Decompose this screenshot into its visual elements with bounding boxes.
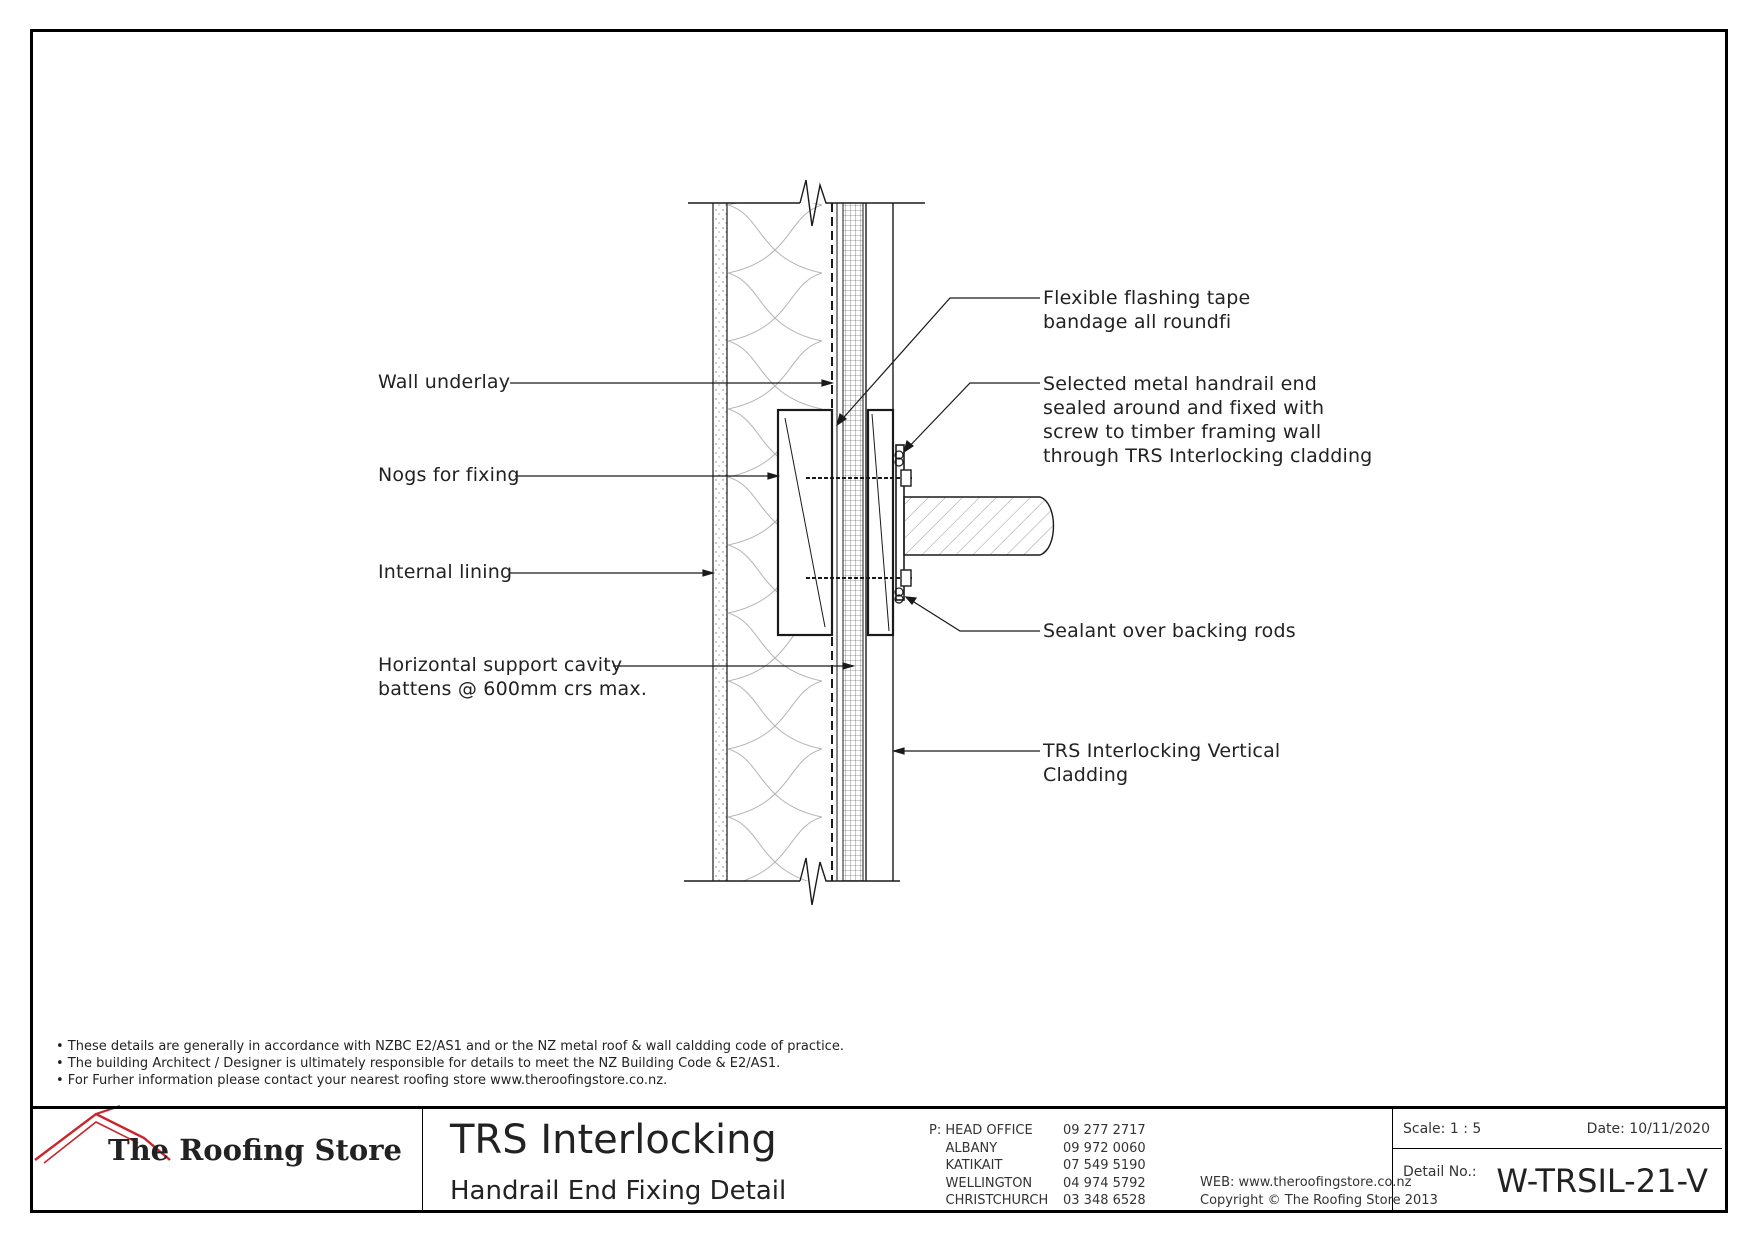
label-nogs-for-fixing: Nogs for fixing [378,464,520,486]
detail-no-label: Detail No.: [1403,1164,1477,1180]
handrail-bar [903,496,1055,556]
detail-info-cell: Scale: 1 : 5 Date: 10/11/2020 Detail No.… [1393,1109,1722,1213]
leader-lines [510,297,1040,755]
company-logo-text: The Roofing Store [108,1133,402,1167]
label-internal-lining: Internal lining [378,561,513,583]
label-sealant: Sealant over backing rods [1043,620,1296,642]
title-cell: TRS Interlocking Handrail End Fixing Det… [423,1109,1438,1213]
general-notes: • These details are generally in accorda… [56,1038,844,1089]
label-horizontal-support-battens: Horizontal support cavity battens @ 600m… [378,654,648,700]
scale-value: Scale: 1 : 5 [1403,1121,1482,1137]
drawing-subtitle: Handrail End Fixing Detail [450,1176,787,1206]
label-flexible-flashing-tape: Flexible flashing tape bandage all round… [1043,287,1251,333]
office-list: P: HEAD OFFICE ALBANY KATIKAIT WELLINGTO… [929,1123,1049,1208]
label-cladding: TRS Interlocking Vertical Cladding [1043,740,1281,786]
detail-number: W-TRSIL-21-V [1496,1162,1708,1200]
internal-lining [712,203,728,881]
date-value: Date: 10/11/2020 [1586,1121,1710,1137]
nog-timber [776,408,834,637]
cavity-batten-block [866,408,895,637]
drawing-sheet-border [30,29,1728,1213]
sealant-beads [894,450,904,604]
note-item: • These details are generally in accorda… [56,1039,844,1054]
note-item: • The building Architect / Designer is u… [56,1056,781,1071]
fixing-screws [806,469,912,587]
title-block: The Roofing Store TRS Interlocking Handr… [30,1106,1728,1213]
note-item: • For Furher information please contact … [56,1073,668,1088]
phone-list: 09 277 2717 09 972 0060 07 549 5190 04 9… [1063,1123,1146,1208]
label-handrail-end: Selected metal handrail end sealed aroun… [1043,373,1373,467]
cavity-batten-mesh [842,202,864,882]
web-copyright: WEB: www.theroofingstore.co.nz Copyright… [1200,1175,1438,1208]
label-wall-underlay: Wall underlay [378,371,511,393]
logo-cell: The Roofing Store [30,1109,423,1213]
divider [1393,1148,1722,1149]
wall-frame-lines [684,179,925,906]
drawing-title: TRS Interlocking [450,1117,777,1163]
